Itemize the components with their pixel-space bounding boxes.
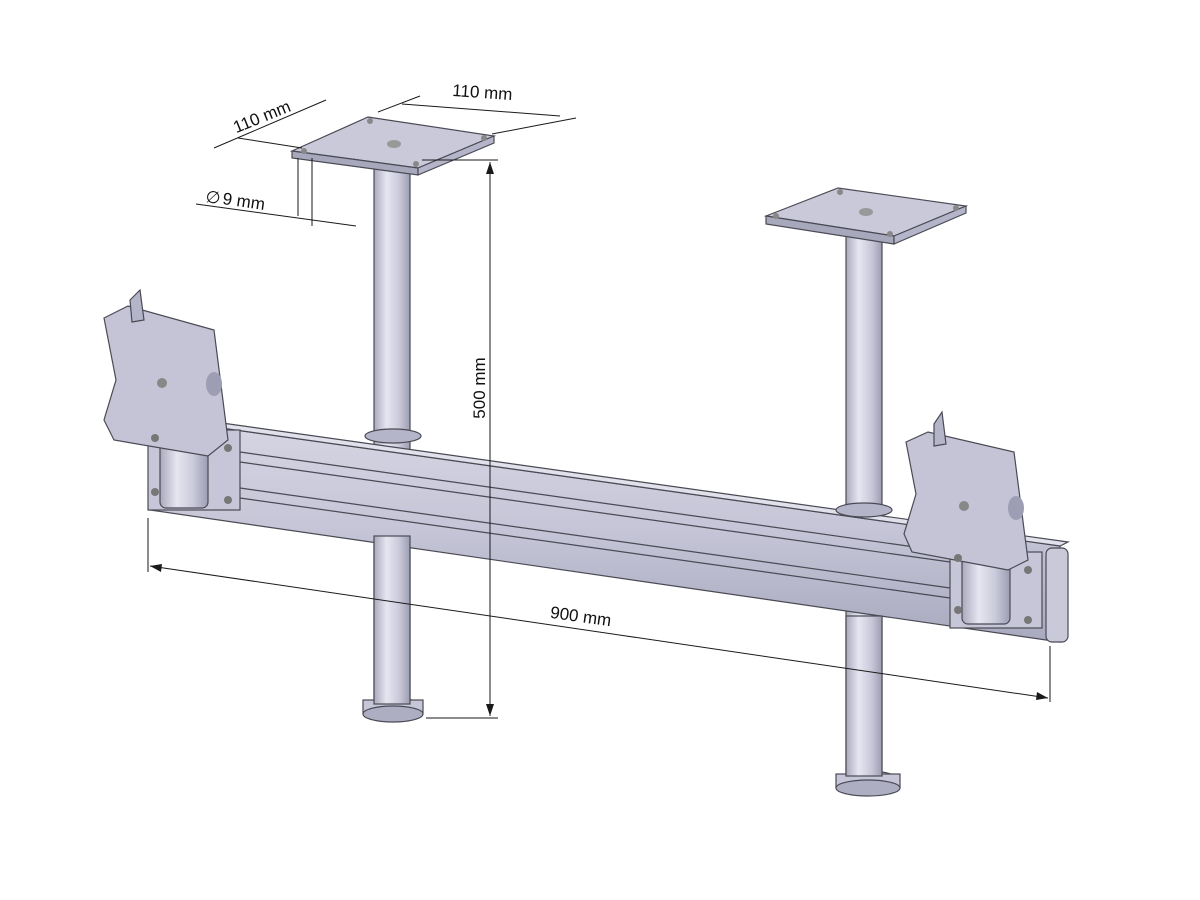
pole-collar-right [835,502,893,518]
dim-hole-diameter-symbol: ∅ [204,187,221,208]
dim-plate-width-label: 110 mm [230,97,293,137]
pole-segment-left-lower [373,535,411,705]
dim-hole-diameter-label: 9 mm [221,189,266,214]
vesa-bracket-right [903,410,1043,629]
vesa-bracket-left [103,288,241,511]
dimension-lines [147,95,1051,719]
pole-segment-right-lower [845,615,883,777]
dim-plate-depth-label: 110 mm [452,81,513,104]
ceiling-plate-right [763,187,969,245]
ceiling-plate-left [289,116,497,176]
dim-height-label: 500 mm [470,357,489,418]
